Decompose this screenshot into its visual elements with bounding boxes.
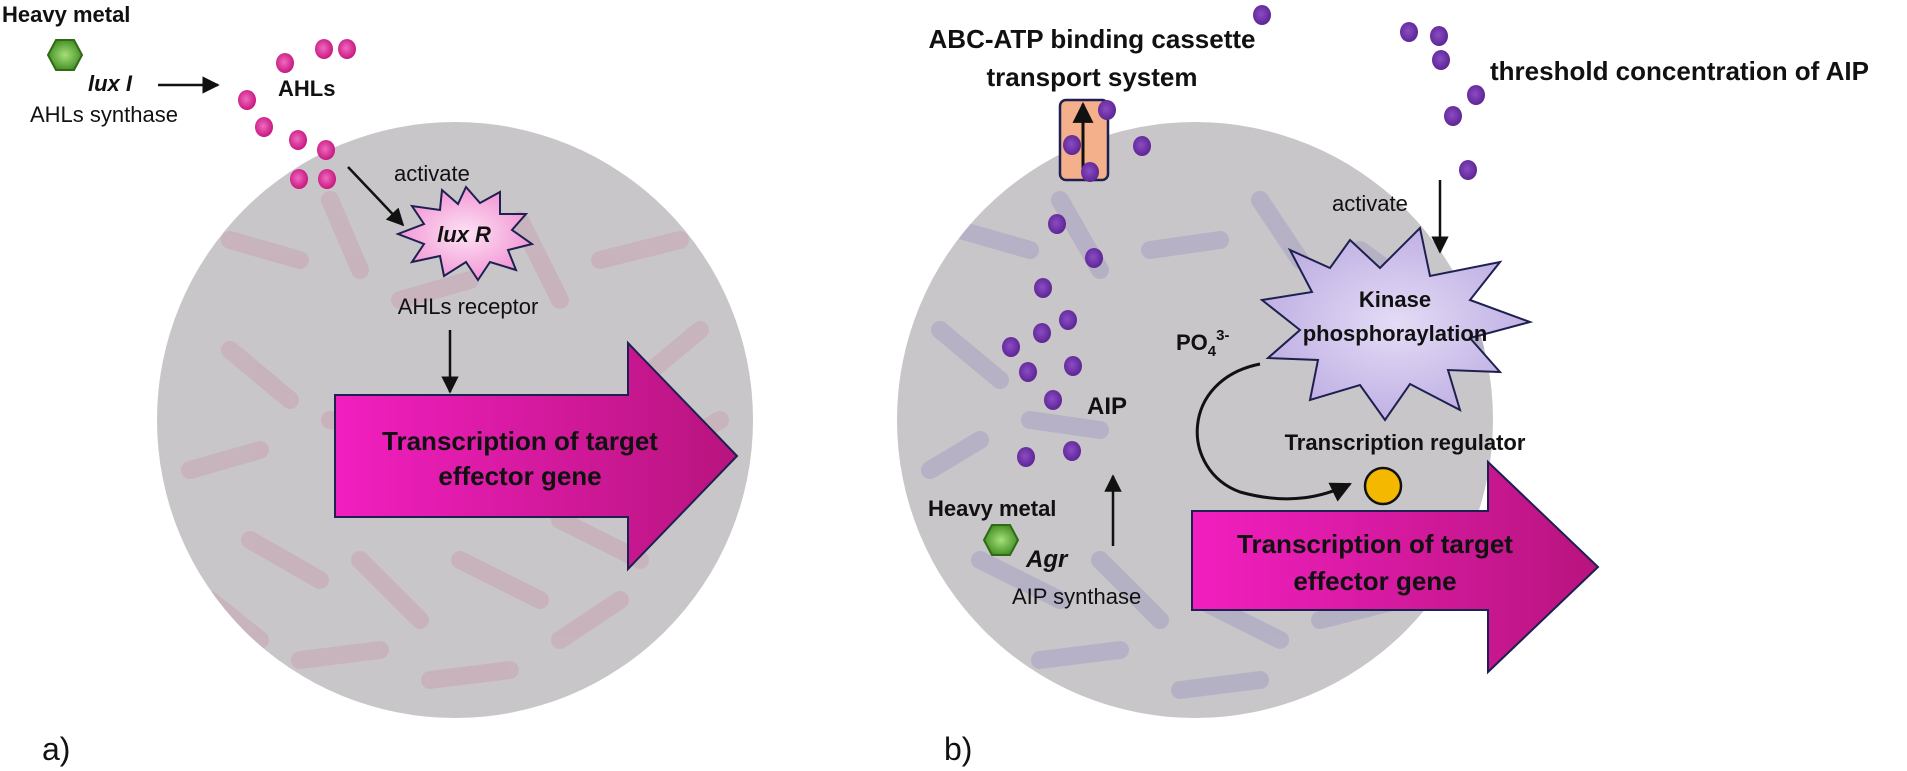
ahl-molecules (238, 39, 356, 189)
ahl-dot (317, 140, 335, 160)
aip-dot (1430, 26, 1448, 46)
panel-a-label: a) (42, 731, 70, 767)
aip-dot (1400, 22, 1418, 42)
aip-dot (1063, 441, 1081, 461)
threshold-label: threshold concentration of AIP (1490, 56, 1869, 86)
aip-dot (1098, 100, 1116, 120)
transcription-label-b-line1: Transcription of target (1237, 529, 1513, 559)
transcription-arrow-a (334, 340, 739, 572)
ahls-label: AHLs (278, 76, 335, 101)
aip-synthase-label: AIP synthase (1012, 584, 1141, 609)
ahl-dot (289, 130, 307, 150)
ahl-dot (338, 39, 356, 59)
transcription-label-a-line2: effector gene (438, 461, 601, 491)
abc-transport-label-line2: transport system (987, 62, 1198, 92)
aip-dot (1017, 447, 1035, 467)
aip-dot (1459, 160, 1477, 180)
phosphorylation-arrow (1195, 362, 1352, 502)
lux-r-starburst (395, 185, 535, 282)
aip-dot (1034, 278, 1052, 298)
agr-gene-label: Agr (1025, 546, 1069, 573)
ahls-receptor-label: AHLs receptor (398, 294, 539, 319)
kinase-label-line2: phosphoraylation (1303, 321, 1488, 346)
abc-transport-label-line1: ABC-ATP binding cassette (929, 24, 1256, 54)
aip-molecules (1002, 5, 1485, 467)
aip-dot (1059, 310, 1077, 330)
lux-i-gene-label: lux I (88, 71, 133, 96)
ahl-dot (255, 117, 273, 137)
aip-dot (1064, 356, 1082, 376)
aip-dot (1044, 390, 1062, 410)
panel-a: Heavy metal lux I AHLs synthase AHLs act… (2, 2, 753, 767)
activate-arrow-a (347, 166, 405, 227)
aip-dot (1002, 337, 1020, 357)
transcription-label-a-line1: Transcription of target (382, 426, 658, 456)
ahls-synthase-label: AHLs synthase (30, 102, 178, 127)
transcription-arrow-b (1191, 459, 1600, 675)
aip-dot (1444, 106, 1462, 126)
phosphate-label: PO43- (1176, 327, 1229, 360)
transcription-label-b-line2: effector gene (1293, 566, 1456, 596)
transcription-regulator-icon (1363, 466, 1403, 506)
activate-label-b: activate (1332, 191, 1408, 216)
heavy-metal-label-a: Heavy metal (2, 2, 130, 27)
aip-dot (1467, 85, 1485, 105)
heavy-metal-icon-a (46, 39, 84, 71)
ahl-dot (315, 39, 333, 59)
ahl-dot (290, 169, 308, 189)
aip-dot (1133, 136, 1151, 156)
kinase-label-line1: Kinase (1359, 287, 1431, 312)
aip-dot (1048, 214, 1066, 234)
ahl-dot (238, 90, 256, 110)
aip-dot (1432, 50, 1450, 70)
aip-dot (1085, 248, 1103, 268)
aip-dot (1033, 323, 1051, 343)
aip-dot (1063, 135, 1081, 155)
activate-label-a: activate (394, 161, 470, 186)
panel-b: ABC-ATP binding cassette transport syste… (897, 5, 1869, 767)
transcription-regulator-label: Transcription regulator (1285, 430, 1526, 455)
aip-dot (1253, 5, 1271, 25)
heavy-metal-icon-b (982, 524, 1020, 556)
lux-r-label: lux R (437, 222, 491, 247)
aip-dot (1019, 362, 1037, 382)
ahl-dot (318, 169, 336, 189)
aip-dot (1081, 162, 1099, 182)
kinase-starburst (1259, 225, 1534, 422)
panel-b-label: b) (944, 731, 972, 767)
aip-label: AIP (1087, 393, 1127, 420)
heavy-metal-label-b: Heavy metal (928, 496, 1056, 521)
ahl-dot (276, 53, 294, 73)
